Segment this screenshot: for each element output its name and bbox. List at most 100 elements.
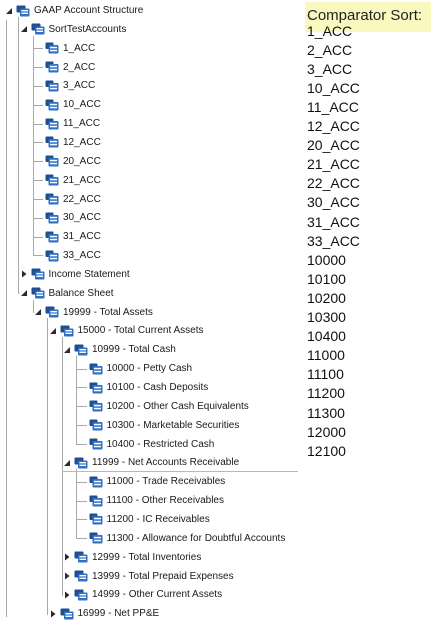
tree-connector [76,519,87,521]
collapsed-arrow-icon[interactable] [62,552,72,562]
tree-node-label: 10000 - Petty Cash [106,363,193,375]
comparator-item: 12100 [307,442,346,459]
tree-leaf-account[interactable]: 10_ACC [33,95,101,114]
tree-connector [32,217,43,219]
tree-leaf-account[interactable]: 22_ACC [33,190,101,209]
account-icon [89,513,103,525]
tree-leaf-account[interactable]: 30_ACC [33,208,101,227]
tree-connector [76,469,77,539]
tree-connector [76,481,87,483]
tree-node-label: 10100 - Cash Deposits [106,382,209,393]
collapsed-arrow-icon[interactable] [62,590,72,600]
tree-node-label: 13999 - Total Prepaid Expenses [92,570,234,582]
comparator-item: 11200 [307,385,345,402]
account-folder-icon [60,325,74,337]
tree-leaf-account[interactable]: 31_ACC [33,227,101,246]
tree-node-label: 10200 - Other Cash Equivalents [106,400,249,412]
tree-leaf-account[interactable]: 21_ACC [33,171,101,190]
tree-connector [32,312,33,314]
tree-leaf-account[interactable]: 10400 - Restricted Cash [77,435,214,454]
account-icon [45,231,59,243]
account-folder-icon [31,268,45,280]
tree-leaf-account[interactable]: 12_ACC [33,133,101,152]
comparator-item: 20_ACC [307,137,360,154]
tree-leaf-account[interactable]: 11300 - Allowance for Doubtful Accounts [77,529,286,548]
tree-connector [76,538,87,540]
tree-node[interactable]: 14999 - Other Current Assets [62,585,222,604]
tree-node-label: 11999 - Net Accounts Receivable [92,457,240,469]
comparator-item: 10_ACC [307,79,360,96]
tree-leaf-account[interactable]: 1_ACC [33,39,95,58]
comparator-item: 12_ACC [307,118,360,134]
tree-node-label: 12999 - Total Inventories [92,551,202,563]
tree-connector [76,387,87,389]
tree-spacer [33,194,43,204]
tree-node[interactable]: 11999 - Net Accounts Receivable [62,453,239,472]
account-folder-icon [31,23,45,35]
tree-connector [76,443,87,445]
expanded-arrow-icon[interactable] [4,6,14,16]
tree-node[interactable]: Balance Sheet [19,284,114,303]
tree-node[interactable]: SortTestAccounts [19,20,126,39]
comparator-item: 11_ACC [307,98,359,115]
expanded-arrow-icon[interactable] [19,288,29,298]
tree-node[interactable]: Income Statement [19,265,130,284]
tree-node-label: 12_ACC [63,136,101,148]
tree-connector [32,236,43,238]
tree-node[interactable]: 15000 - Total Current Assets [48,321,204,340]
tree-spacer [33,156,43,166]
tree-leaf-account[interactable]: 11100 - Other Receivables [77,491,224,510]
expanded-arrow-icon[interactable] [33,307,43,317]
tree-node[interactable]: 10999 - Total Cash [62,340,176,359]
account-folder-icon [60,608,74,620]
collapsed-arrow-icon[interactable] [48,609,58,619]
tree-leaf-account[interactable]: 11200 - IC Receivables [77,510,210,529]
expanded-arrow-icon[interactable] [19,24,29,34]
account-folder-icon [74,589,88,601]
comparator-item: 10200 [307,289,346,306]
tree-node-label: Balance Sheet [48,287,114,299]
tree-node[interactable]: 19999 - Total Assets [33,303,153,322]
tree-node[interactable]: 13999 - Total Prepaid Expenses [62,567,234,586]
account-folder-icon [31,287,45,299]
account-icon [89,363,103,375]
tree-node[interactable]: GAAP Account Structure [4,1,143,20]
tree-node-label: 10300 - Marketable Securities [106,419,240,431]
account-icon [45,155,59,167]
tree-leaf-account[interactable]: 10000 - Petty Cash [77,359,193,378]
tree-node[interactable]: 12999 - Total Inventories [62,548,201,567]
expanded-arrow-icon[interactable] [48,326,58,336]
tree-node[interactable]: 16999 - Net PP&E [48,604,159,623]
collapsed-arrow-icon[interactable] [19,269,29,279]
tree-leaf-account[interactable]: 10200 - Other Cash Equivalents [77,397,249,416]
collapsed-arrow-icon[interactable] [62,571,72,581]
tree-connector [76,356,77,444]
comparator-item: 31_ACC [307,213,360,230]
selection-underline [62,471,298,473]
tree-connector [32,35,34,256]
tree-spacer [33,175,43,185]
tree-leaf-account[interactable]: 2_ACC [33,58,95,77]
tree-leaf-account[interactable]: 33_ACC [33,246,101,265]
tree-leaf-account[interactable]: 3_ACC [33,76,95,95]
tree-connector [47,613,48,615]
expanded-arrow-icon[interactable] [62,345,72,355]
tree-leaf-account[interactable]: 20_ACC [33,152,101,171]
comparator-item: 3_ACC [307,60,353,77]
tree-node-label: 11_ACC [63,118,101,130]
tree-node-label: 11300 - Allowance for Doubtful Accounts [106,532,286,544]
tree-leaf-account[interactable]: 11000 - Trade Receivables [77,472,225,491]
tree-leaf-account[interactable]: 11_ACC [33,114,100,133]
expanded-arrow-icon[interactable] [62,458,72,468]
tree-connector [76,368,87,370]
comparator-item: 30_ACC [307,194,360,211]
comparator-item: 21_ACC [307,156,360,173]
tree-leaf-account[interactable]: 10300 - Marketable Securities [77,416,240,435]
tree-leaf-account[interactable]: 10100 - Cash Deposits [77,378,209,397]
tree-connector [32,255,43,257]
tree-node-label: 1_ACC [63,42,96,54]
account-icon [89,495,103,507]
tree-connector [76,500,87,502]
account-icon [45,174,59,186]
